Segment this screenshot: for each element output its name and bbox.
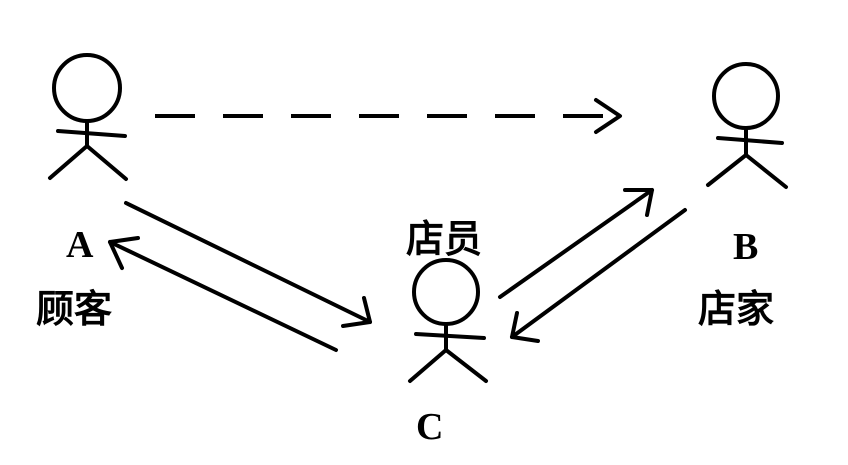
arrow-b-to-c xyxy=(510,208,687,343)
stick-figure-b-right-leg xyxy=(744,153,788,189)
stick-figure-c-right-leg xyxy=(444,348,488,383)
arrow-a-to-c xyxy=(124,201,372,328)
arrow-a-to-c-shaft xyxy=(124,201,372,324)
arrow-c-to-b-shaft xyxy=(498,188,654,299)
stick-figure-c-head xyxy=(412,258,480,326)
stick-figure-a-head xyxy=(52,53,122,123)
stick-figure-a xyxy=(48,53,128,181)
stick-figure-a-arms xyxy=(56,129,127,138)
arrow-b-to-c-head xyxy=(510,311,540,343)
arrow-b-to-c-shaft xyxy=(510,208,687,339)
stick-figure-b-head xyxy=(712,62,780,130)
arrow-c-to-a-shaft xyxy=(108,240,338,352)
arrow-c-to-b xyxy=(498,188,654,299)
stick-figure-b xyxy=(706,62,788,189)
stick-figure-c xyxy=(408,258,488,383)
stick-figure-b-left-leg xyxy=(706,153,748,187)
dashed-arrow-a-to-b xyxy=(155,98,622,134)
dashed-arrow-a-to-b-head xyxy=(594,98,622,134)
arrow-a-to-c-head xyxy=(341,296,372,328)
stick-figure-a-right-leg xyxy=(85,144,128,181)
stick-figure-c-left-leg xyxy=(408,348,448,383)
stick-figure-c-arms xyxy=(414,332,486,340)
actor-b-role: 店家 xyxy=(698,287,775,331)
stick-figure-a-left-leg xyxy=(48,144,89,180)
actor-a-letter: A xyxy=(66,224,94,266)
arrow-c-to-a xyxy=(108,236,338,352)
stick-figure-b-arms xyxy=(716,136,784,145)
actor-a-role: 顾客 xyxy=(36,287,113,331)
actor-b-letter: B xyxy=(733,226,759,268)
actor-c-letter: C xyxy=(416,406,444,448)
actor-c-role: 店员 xyxy=(406,217,483,261)
arrow-c-to-a-head xyxy=(108,236,140,270)
arrow-c-to-b-head xyxy=(623,188,654,217)
